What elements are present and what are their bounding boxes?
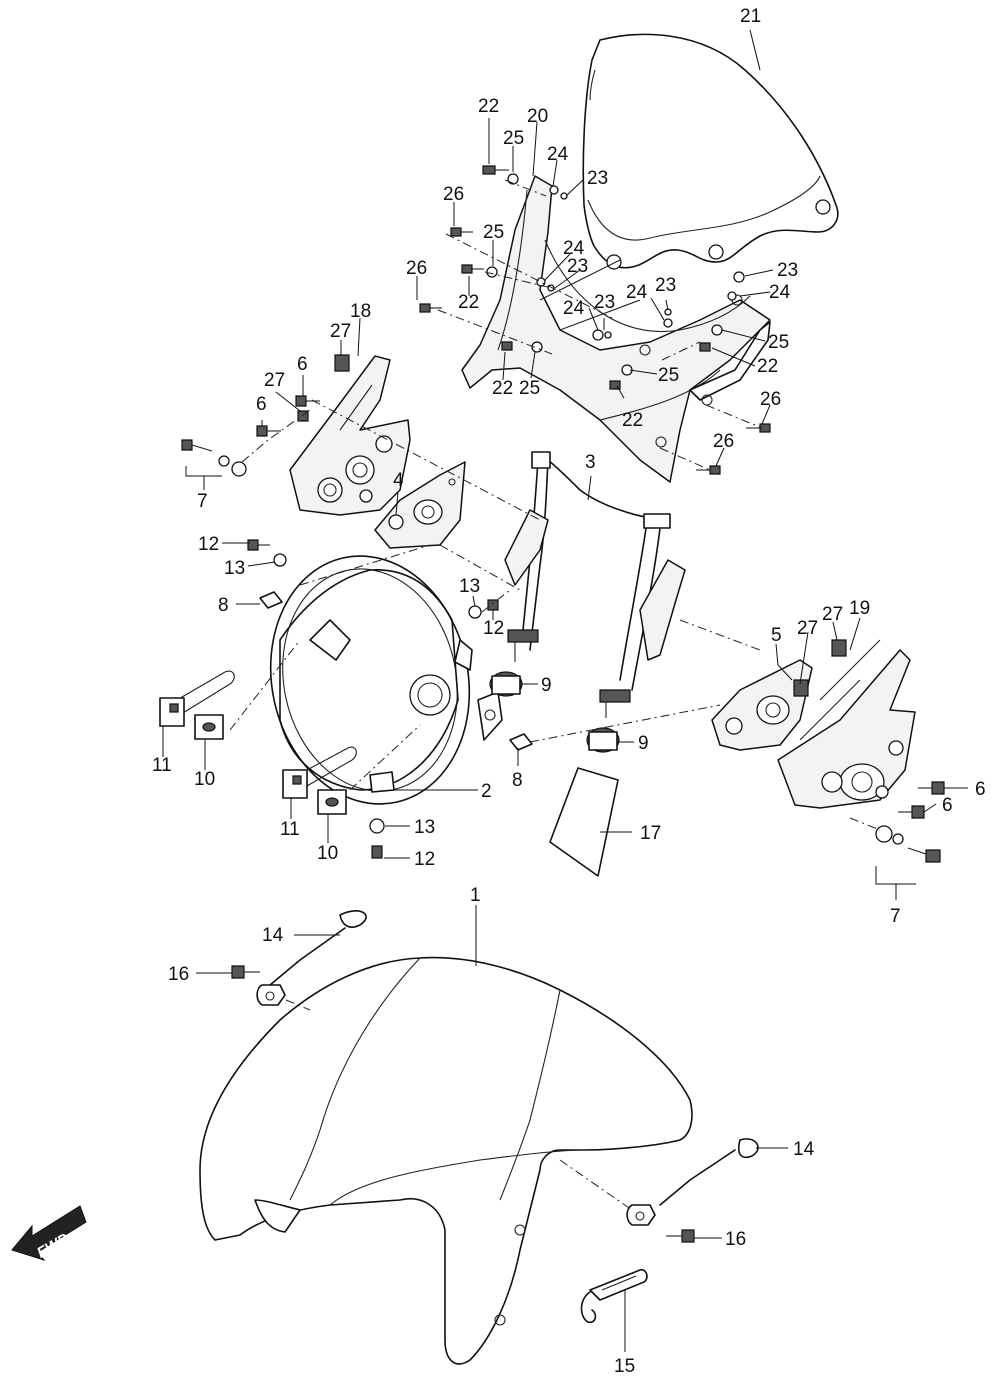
- callout-17: 17: [640, 823, 661, 844]
- callout-11b: 11: [280, 819, 300, 840]
- callout-6: 6: [297, 354, 308, 375]
- callout-4: 4: [393, 470, 404, 491]
- right-frame-plate: [711, 659, 813, 751]
- windscreen: [582, 33, 839, 270]
- callout-26: 26: [443, 184, 464, 205]
- callout-6c: 6: [975, 779, 986, 800]
- callout-24: 24: [547, 144, 569, 165]
- callout-23d: 23: [594, 292, 615, 313]
- callout-15: 15: [614, 1356, 635, 1377]
- callout-14: 14: [262, 925, 284, 946]
- callout-12c: 12: [414, 849, 435, 870]
- callout-23e: 23: [655, 275, 676, 296]
- right-bracket: [777, 639, 916, 809]
- callout-2: 2: [481, 781, 492, 802]
- callout-22b: 22: [458, 292, 479, 313]
- callout-14b: 14: [793, 1139, 815, 1160]
- callout-12: 12: [198, 534, 219, 555]
- callout-26c: 26: [760, 389, 781, 410]
- callout-6b: 6: [256, 394, 267, 415]
- callout-23: 23: [587, 168, 608, 189]
- callout-22c: 22: [757, 356, 778, 377]
- callout-9b: 9: [638, 733, 649, 754]
- callout-11: 11: [152, 755, 172, 776]
- callout-5: 5: [771, 625, 782, 646]
- aim-adjusters: [159, 670, 357, 815]
- callout-23b: 23: [567, 256, 588, 277]
- callout-labels: 21 20 22 25 24 23 26 25 24 23 26 22 23 2…: [152, 6, 986, 1377]
- callout-12b: 12: [483, 618, 504, 639]
- callout-26d: 26: [713, 431, 734, 452]
- callout-16b: 16: [725, 1229, 746, 1250]
- callout-7: 7: [197, 491, 208, 512]
- callout-24b: 24: [563, 238, 585, 259]
- callout-25d: 25: [658, 365, 679, 386]
- callout-8: 8: [218, 595, 229, 616]
- left-bracket: [289, 354, 411, 516]
- callout-25b: 25: [483, 222, 504, 243]
- callout-23c: 23: [777, 260, 798, 281]
- callout-25e: 25: [519, 378, 540, 399]
- callout-13b: 13: [459, 576, 480, 597]
- callout-27d: 27: [822, 604, 843, 625]
- front-fender: [199, 956, 693, 1365]
- callout-10: 10: [194, 769, 215, 790]
- callout-13: 13: [224, 558, 245, 579]
- callout-19: 19: [849, 598, 870, 619]
- callout-22e: 22: [492, 378, 513, 399]
- callout-22d: 22: [622, 410, 643, 431]
- callout-13c: 13: [414, 817, 435, 838]
- callout-3: 3: [585, 452, 596, 473]
- panel-hardware: [419, 165, 771, 475]
- callout-9: 9: [541, 675, 552, 696]
- fwd-direction-badge: FWD: [11, 1205, 87, 1262]
- callout-26b: 26: [406, 258, 427, 279]
- callout-24e: 24: [626, 282, 648, 303]
- callout-24c: 24: [769, 282, 791, 303]
- label-sheet: [549, 767, 619, 877]
- headlight-stay: [504, 451, 686, 718]
- left-frame-plate: [374, 461, 466, 549]
- callout-25c: 25: [768, 332, 789, 353]
- callout-25: 25: [503, 128, 524, 149]
- callout-1: 1: [470, 885, 481, 906]
- callout-7b: 7: [890, 906, 901, 927]
- callout-21: 21: [740, 6, 761, 27]
- callout-27: 27: [330, 321, 351, 342]
- callout-10b: 10: [317, 843, 338, 864]
- callout-8b: 8: [512, 770, 523, 791]
- callout-6d: 6: [942, 795, 953, 816]
- callout-27b: 27: [264, 370, 285, 391]
- callout-18: 18: [350, 301, 371, 322]
- rubber-mounts: [247, 539, 620, 859]
- alignment-lines: [229, 179, 881, 1211]
- callout-20: 20: [527, 106, 548, 127]
- callout-22: 22: [478, 96, 499, 117]
- callout-16: 16: [168, 964, 189, 985]
- callout-24d: 24: [563, 298, 585, 319]
- headlight-case: [269, 555, 503, 805]
- leader-lines: [162, 29, 968, 1352]
- hose-guides: [231, 910, 759, 1324]
- callout-27c: 27: [797, 618, 818, 639]
